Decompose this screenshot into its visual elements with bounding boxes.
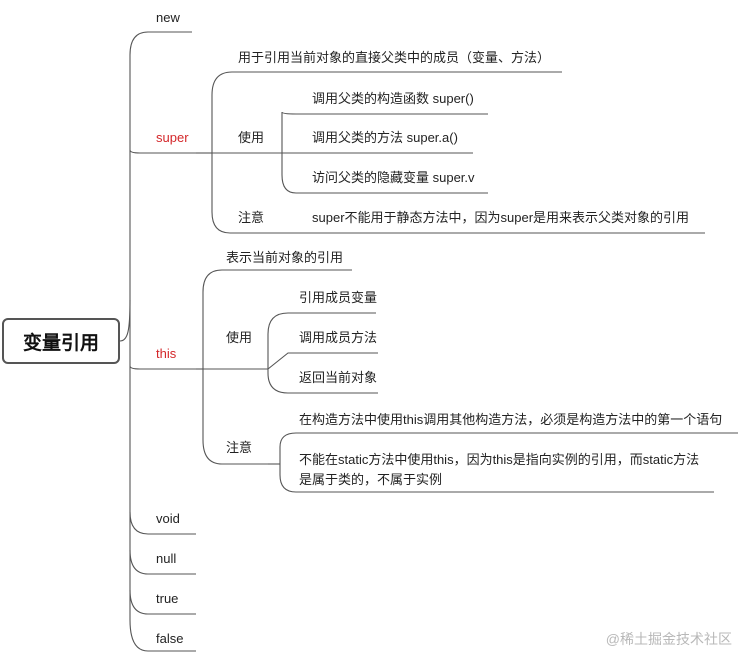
this-use-item[interactable]: 引用成员变量 — [299, 290, 378, 305]
branch-this[interactable]: this — [156, 346, 177, 361]
watermark: @稀土掘金技术社区 — [605, 631, 732, 647]
super-description[interactable]: 用于引用当前对象的直接父类中的成员（变量、方法） — [238, 50, 551, 65]
branch-new[interactable]: new — [156, 10, 180, 25]
super-note-item[interactable]: super不能用于静态方法中，因为super是用来表示父类对象的引用 — [312, 210, 690, 225]
this-note-item[interactable]: 不能在static方法中使用this，因为this是指向实例的引用，而stati… — [299, 452, 700, 487]
this-description[interactable]: 表示当前对象的引用 — [226, 250, 344, 265]
this-use-item[interactable]: 返回当前对象 — [299, 370, 378, 385]
this-use-item[interactable]: 调用成员方法 — [299, 330, 378, 345]
super-use-label[interactable]: 使用 — [238, 130, 265, 145]
this-use-label[interactable]: 使用 — [226, 330, 253, 345]
branch-null[interactable]: null — [156, 551, 177, 566]
super-use-item[interactable]: 访问父类的隐藏变量 super.v — [312, 170, 475, 185]
branch-false[interactable]: false — [156, 631, 184, 646]
super-note-label[interactable]: 注意 — [238, 210, 265, 225]
branch-super[interactable]: super — [156, 130, 189, 145]
root-topic[interactable]: 变量引用 — [2, 318, 120, 364]
super-use-item[interactable]: 调用父类的构造函数 super() — [312, 91, 474, 106]
branch-void[interactable]: void — [156, 511, 180, 526]
this-note-label[interactable]: 注意 — [226, 440, 253, 455]
branch-true[interactable]: true — [156, 591, 179, 606]
this-note-item[interactable]: 在构造方法中使用this调用其他构造方法，必须是构造方法中的第一个语句 — [299, 412, 723, 427]
super-use-item[interactable]: 调用父类的方法 super.a() — [312, 130, 458, 145]
